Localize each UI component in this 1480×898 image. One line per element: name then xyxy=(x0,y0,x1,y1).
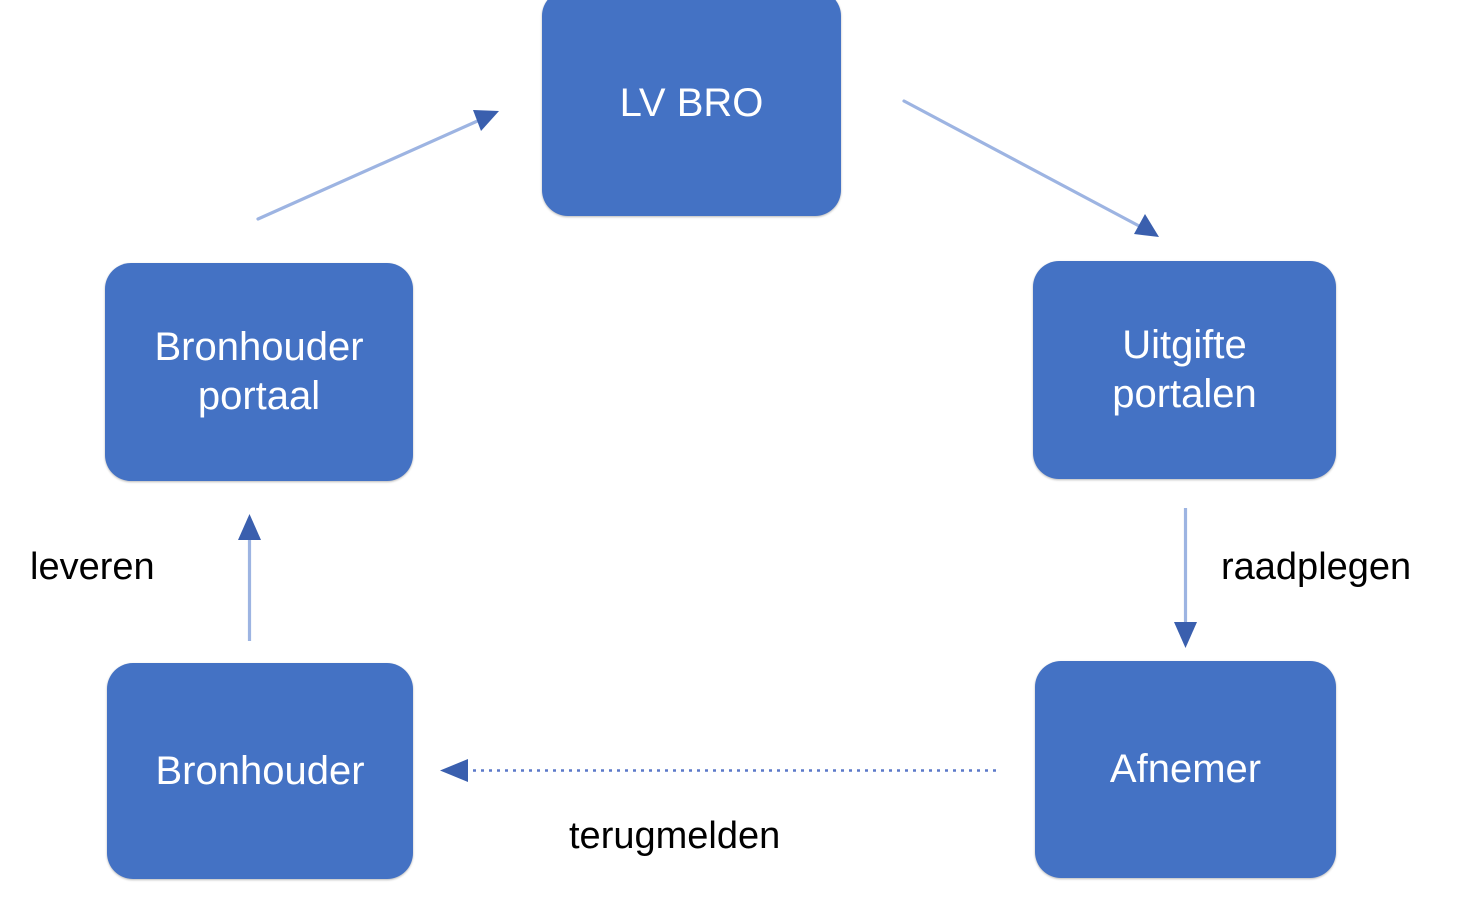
node-afnemer[interactable]: Afnemer xyxy=(1035,661,1336,878)
edge-label-terugmelden: terugmelden xyxy=(569,815,781,857)
node-bronhouder[interactable]: Bronhouder xyxy=(107,663,413,879)
edge-bronhouder-to-bronhouder-portaal xyxy=(238,514,261,641)
edge-lv-bro-to-uitgifte-portalen xyxy=(902,99,1159,237)
edge-label-raadplegen: raadplegen xyxy=(1221,546,1412,588)
edge-bronhouder-portaal-to-lv-bro xyxy=(256,110,499,221)
edge-afnemer-to-bronhouder xyxy=(440,759,996,782)
node-uitgifte-portalen[interactable]: Uitgifte portalen xyxy=(1033,261,1336,479)
edge-uitgifte-portalen-to-afnemer xyxy=(1174,508,1197,648)
node-bronhouder-portaal[interactable]: Bronhouder portaal xyxy=(105,263,413,481)
node-lv-bro[interactable]: LV BRO xyxy=(542,0,841,216)
edge-label-leveren: leveren xyxy=(30,546,155,588)
